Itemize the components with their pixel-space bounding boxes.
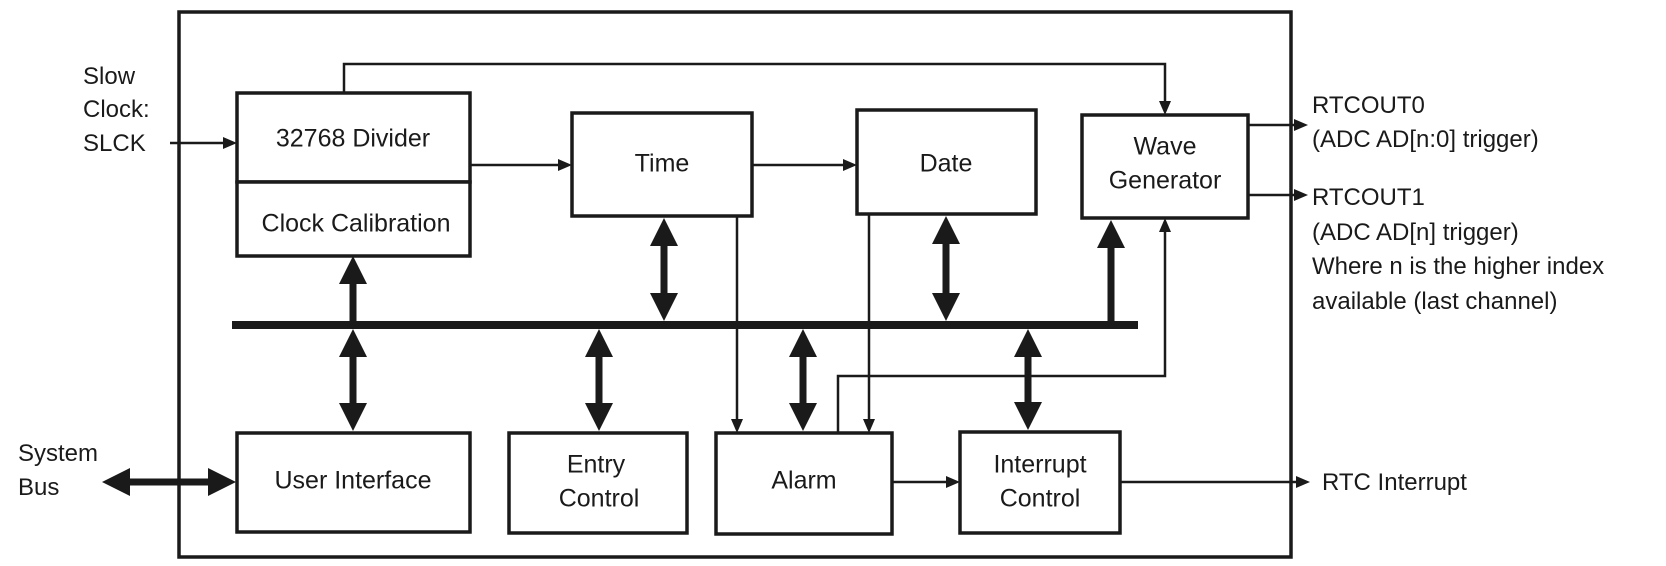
rtcout0-desc: (ADC AD[n:0] trigger) <box>1312 126 1539 153</box>
date-block: Date <box>855 108 1038 216</box>
date-label: Date <box>920 150 973 178</box>
time-block: Time <box>570 111 754 218</box>
system-bus-label: System Bus <box>18 440 98 501</box>
system-bus-line2: Bus <box>18 474 59 501</box>
slow-clock-label: Slow Clock: SLCK <box>83 63 150 157</box>
system-bus-arrow <box>102 468 236 496</box>
slck-arrow <box>170 137 237 149</box>
entry-label-line2: Control <box>559 485 640 513</box>
wave-generator-block: Wave Generator <box>1080 113 1250 220</box>
rtc-interrupt-label: RTC Interrupt <box>1322 469 1467 496</box>
bus-to-calibration-arrow <box>339 256 367 321</box>
entry-label-line1: Entry <box>567 451 626 479</box>
date-to-alarm-arrow <box>863 214 875 433</box>
alarm-label: Alarm <box>771 467 836 495</box>
bus-to-wave-arrow <box>1097 220 1125 321</box>
rtcout1-label: RTCOUT1 (ADC AD[n] trigger) Where n is t… <box>1312 184 1604 315</box>
time-label: Time <box>635 150 690 178</box>
rtcout1-note-line2: available (last channel) <box>1312 288 1557 315</box>
time-to-date-arrow <box>752 159 857 171</box>
time-to-alarm-arrow <box>731 216 743 433</box>
divider-label: 32768 Divider <box>276 125 430 153</box>
user-interface-label: User Interface <box>274 467 431 495</box>
rtcout1-name: RTCOUT1 <box>1312 184 1425 211</box>
slow-clock-line3: SLCK <box>83 130 146 157</box>
interrupt-label-line1: Interrupt <box>993 451 1086 479</box>
alarm-to-wave-arrow <box>836 218 1171 433</box>
rtcout1-desc: (ADC AD[n] trigger) <box>1312 219 1519 246</box>
system-bus-line1: System <box>18 440 98 467</box>
time-bus-arrow <box>650 218 678 321</box>
calibration-block: Clock Calibration <box>235 180 472 258</box>
divider-to-wave-arrow <box>342 62 1171 115</box>
bus-ui-arrow <box>339 329 367 431</box>
entry-control-block: Entry Control <box>507 431 689 535</box>
slow-clock-line2: Clock: <box>83 96 150 123</box>
alarm-block: Alarm <box>714 431 894 536</box>
divider-block: 32768 Divider <box>235 91 472 184</box>
bus-interrupt-arrow <box>1014 329 1042 430</box>
divider-to-time-arrow <box>470 159 572 171</box>
rtcout0-arrow <box>1248 119 1308 131</box>
rtcout1-note-line1: Where n is the higher index <box>1312 253 1604 280</box>
bus-alarm-arrow <box>789 329 817 431</box>
wave-label-line2: Generator <box>1109 167 1222 195</box>
alarm-to-interrupt-arrow <box>892 476 960 488</box>
rtcout0-name: RTCOUT0 <box>1312 92 1425 119</box>
slow-clock-line1: Slow <box>83 63 136 90</box>
user-interface-block: User Interface <box>235 431 472 534</box>
date-bus-arrow <box>932 216 960 321</box>
calibration-label: Clock Calibration <box>262 210 451 238</box>
interrupt-label-line2: Control <box>1000 485 1081 513</box>
interrupt-control-block: Interrupt Control <box>958 430 1122 535</box>
rtcout0-label: RTCOUT0 (ADC AD[n:0] trigger) <box>1312 92 1539 153</box>
rtcout1-arrow <box>1248 189 1308 201</box>
bus-entry-arrow <box>585 329 613 431</box>
wave-label-line1: Wave <box>1134 133 1197 161</box>
rtc-interrupt-arrow <box>1120 476 1310 488</box>
